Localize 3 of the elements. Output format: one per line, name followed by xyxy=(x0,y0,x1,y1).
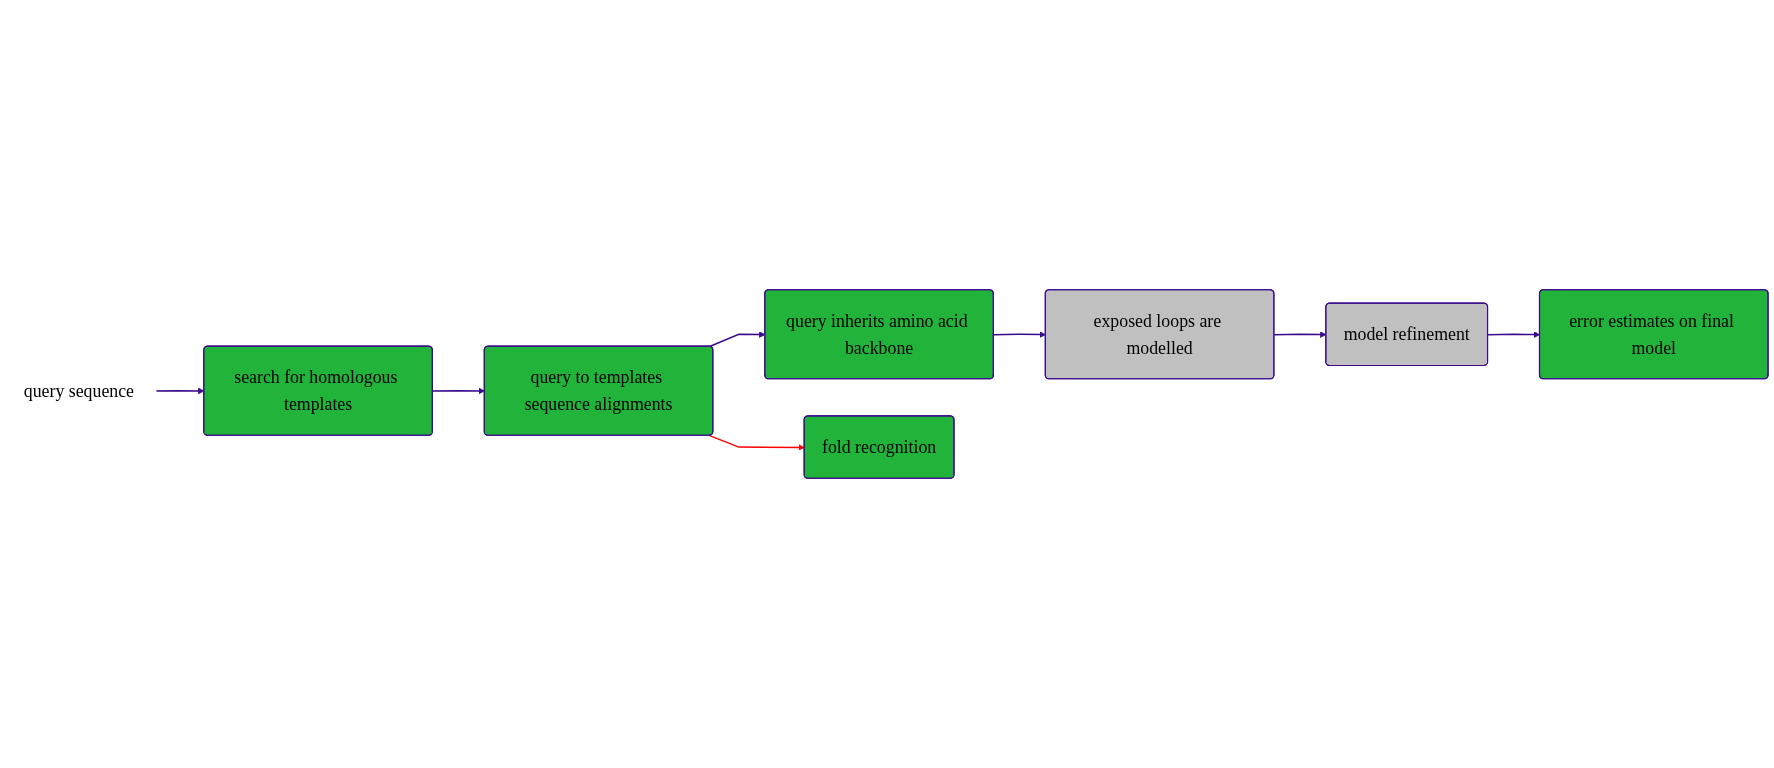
node-text: query sequence xyxy=(23,381,135,401)
arrow xyxy=(993,331,1046,338)
arrow xyxy=(708,434,805,451)
